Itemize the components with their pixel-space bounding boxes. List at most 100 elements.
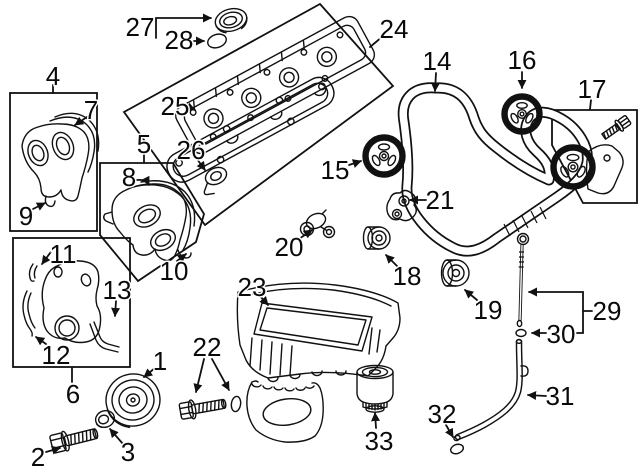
- callout-26: 26: [177, 135, 206, 165]
- seal-strip-7: [49, 116, 96, 173]
- crank-bolt: [49, 428, 99, 454]
- callout-13: 13: [103, 275, 132, 305]
- ref-box-17: [551, 109, 638, 204]
- callout-5: 5: [137, 129, 151, 159]
- leader-27: [155, 13, 212, 39]
- gasket-grommet: [203, 166, 228, 196]
- callout-9: 9: [19, 201, 33, 231]
- leader-1: [143, 367, 156, 378]
- callout-10: 10: [160, 256, 189, 286]
- callout-23: 23: [238, 272, 267, 302]
- leader-31: [527, 390, 547, 400]
- drain-oring: [230, 395, 242, 413]
- callout-29: 29: [593, 296, 622, 326]
- leader-17: [589, 99, 592, 110]
- leader-10: [176, 253, 187, 263]
- callout-20: 20: [275, 232, 304, 262]
- leader-9: [32, 202, 46, 211]
- cam-sensor: [299, 209, 336, 239]
- leader-8: [136, 175, 150, 186]
- cam-sprocket-left: [362, 134, 406, 178]
- callout-12: 12: [42, 340, 71, 370]
- callout-24: 24: [380, 14, 409, 44]
- callout-32: 32: [428, 399, 457, 429]
- callout-8: 8: [122, 162, 136, 192]
- crank-washer: [94, 409, 116, 429]
- leader-32: [445, 424, 454, 438]
- leader-29: [528, 287, 584, 334]
- timing-cover-center: [103, 180, 196, 262]
- leader-22a: [193, 358, 205, 393]
- leader-lines: [32, 13, 593, 455]
- leader-11: [41, 248, 54, 265]
- tensioner-pulley: [440, 259, 470, 287]
- callout-27: 27: [126, 12, 155, 42]
- callout-19: 19: [474, 295, 503, 325]
- leader-3: [109, 428, 124, 445]
- leader-22b: [211, 358, 230, 391]
- callout-28: 28: [165, 25, 194, 55]
- drain-hose-13: [89, 321, 120, 353]
- leader-25: [185, 102, 196, 111]
- leader-26: [196, 158, 206, 171]
- callout-14: 14: [423, 46, 452, 76]
- idler-pulley: [362, 226, 391, 250]
- callout-21: 21: [426, 185, 455, 215]
- leader-7: [74, 116, 88, 126]
- ref-box-24: [122, 2, 395, 227]
- leader-15: [348, 159, 362, 168]
- callout-11: 11: [50, 239, 77, 269]
- callout-18: 18: [393, 261, 422, 291]
- timing-cover-lower: [22, 260, 120, 353]
- dipstick-oring: [515, 328, 527, 338]
- callout-33: 33: [365, 426, 394, 456]
- callout-16: 16: [508, 45, 537, 75]
- callout-2: 2: [31, 442, 45, 471]
- leader-12: [35, 336, 47, 346]
- callout-22: 22: [193, 332, 222, 362]
- valve-cover: [174, 15, 376, 155]
- callout-25: 25: [161, 91, 190, 121]
- ref-box-5: [99, 162, 205, 283]
- leader-18: [385, 254, 398, 267]
- dipstick-tube: [453, 338, 529, 442]
- callout-6: 6: [66, 379, 80, 409]
- seal-strip-12: [22, 290, 36, 337]
- leader-13: [111, 300, 121, 317]
- tensioner-arm: [386, 189, 417, 222]
- ref-box-6: [12, 237, 131, 368]
- leader-33: [371, 412, 381, 429]
- cap-oring: [207, 33, 227, 49]
- leader-19: [464, 289, 478, 301]
- cam-sprocket-right: [501, 93, 543, 135]
- oil-pan-upper: [236, 282, 401, 383]
- oil-filter: [356, 364, 394, 413]
- callout-30: 30: [547, 319, 576, 349]
- cover-tab-9: [44, 195, 56, 208]
- seal-strip-11: [28, 263, 38, 282]
- valve-cover-gasket: [166, 76, 335, 183]
- timing-cover-upper: [21, 112, 100, 208]
- oil-pan-lower: [246, 380, 324, 443]
- oil-filler-cap: [214, 7, 248, 34]
- leader-20: [298, 229, 313, 240]
- leader-14: [430, 72, 440, 92]
- drain-bolt: [178, 398, 227, 420]
- water-pump: [550, 115, 632, 195]
- dipstick: [516, 232, 530, 328]
- callout-31: 31: [546, 381, 575, 411]
- timing-belt: [397, 82, 593, 257]
- callout-1: 1: [153, 346, 167, 376]
- tube-oring: [449, 443, 465, 455]
- leader-24: [369, 36, 383, 48]
- belt-teeth-hatch: [503, 206, 547, 237]
- callout-labels: 1 2 3 4 5 6 7 8 9 10 11 12 13 14 15 16 1…: [17, 11, 623, 471]
- reference-boxes: [9, 2, 638, 368]
- callout-3: 3: [121, 437, 135, 467]
- callout-17: 17: [578, 74, 607, 104]
- pump-bolt: [601, 115, 632, 140]
- leader-2: [45, 445, 61, 455]
